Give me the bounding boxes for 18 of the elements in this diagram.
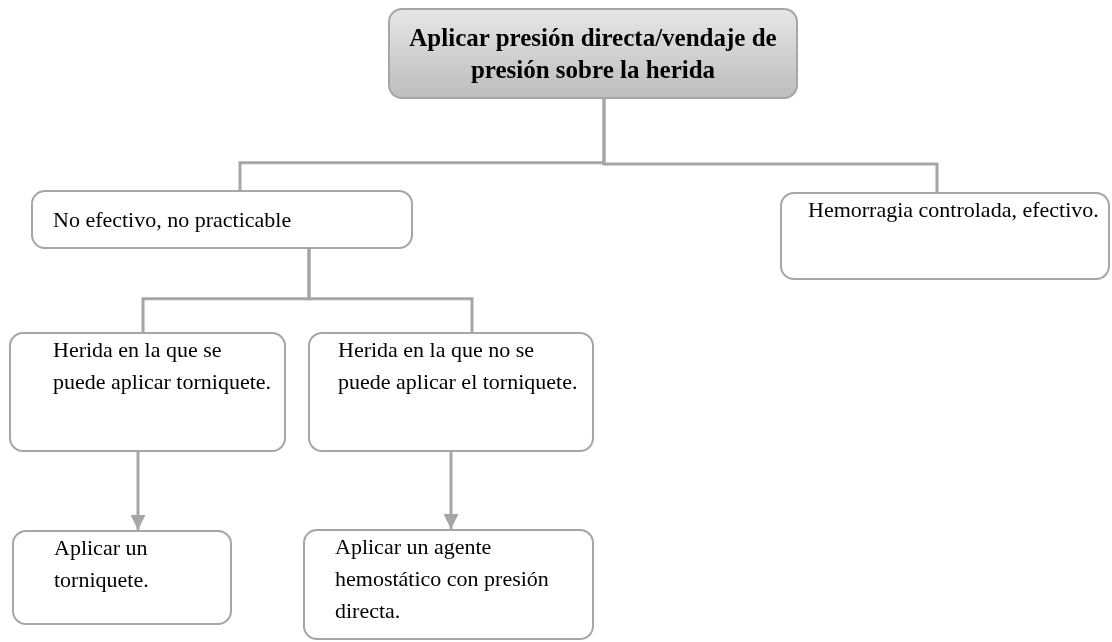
process-box bbox=[12, 530, 232, 625]
arrow bbox=[443, 452, 459, 529]
title-box bbox=[388, 8, 798, 99]
process-box bbox=[303, 529, 594, 640]
arrow bbox=[130, 452, 146, 530]
process-box bbox=[31, 190, 413, 249]
process-box bbox=[9, 332, 286, 452]
process-box bbox=[780, 192, 1110, 280]
connector-line bbox=[307, 249, 474, 332]
box-text: Aplicar un agente hemostático con presión directa. bbox=[335, 533, 550, 625]
box-text: Aplicar presión directa/vendaje de presión sobre la herida bbox=[408, 22, 778, 85]
box-text: Aplicar un torniquete. bbox=[54, 534, 150, 594]
connector-line bbox=[602, 99, 939, 192]
box-text: Herida en la que no se puede aplicar el torniquete. bbox=[338, 336, 579, 396]
process-box bbox=[308, 332, 594, 452]
box-text: Herida en la que se puede aplicar torniquete. bbox=[53, 336, 273, 396]
box-text: No efectivo, no practicable bbox=[53, 206, 293, 234]
box-text: Hemorragia controlada, efectivo. bbox=[808, 196, 1100, 224]
